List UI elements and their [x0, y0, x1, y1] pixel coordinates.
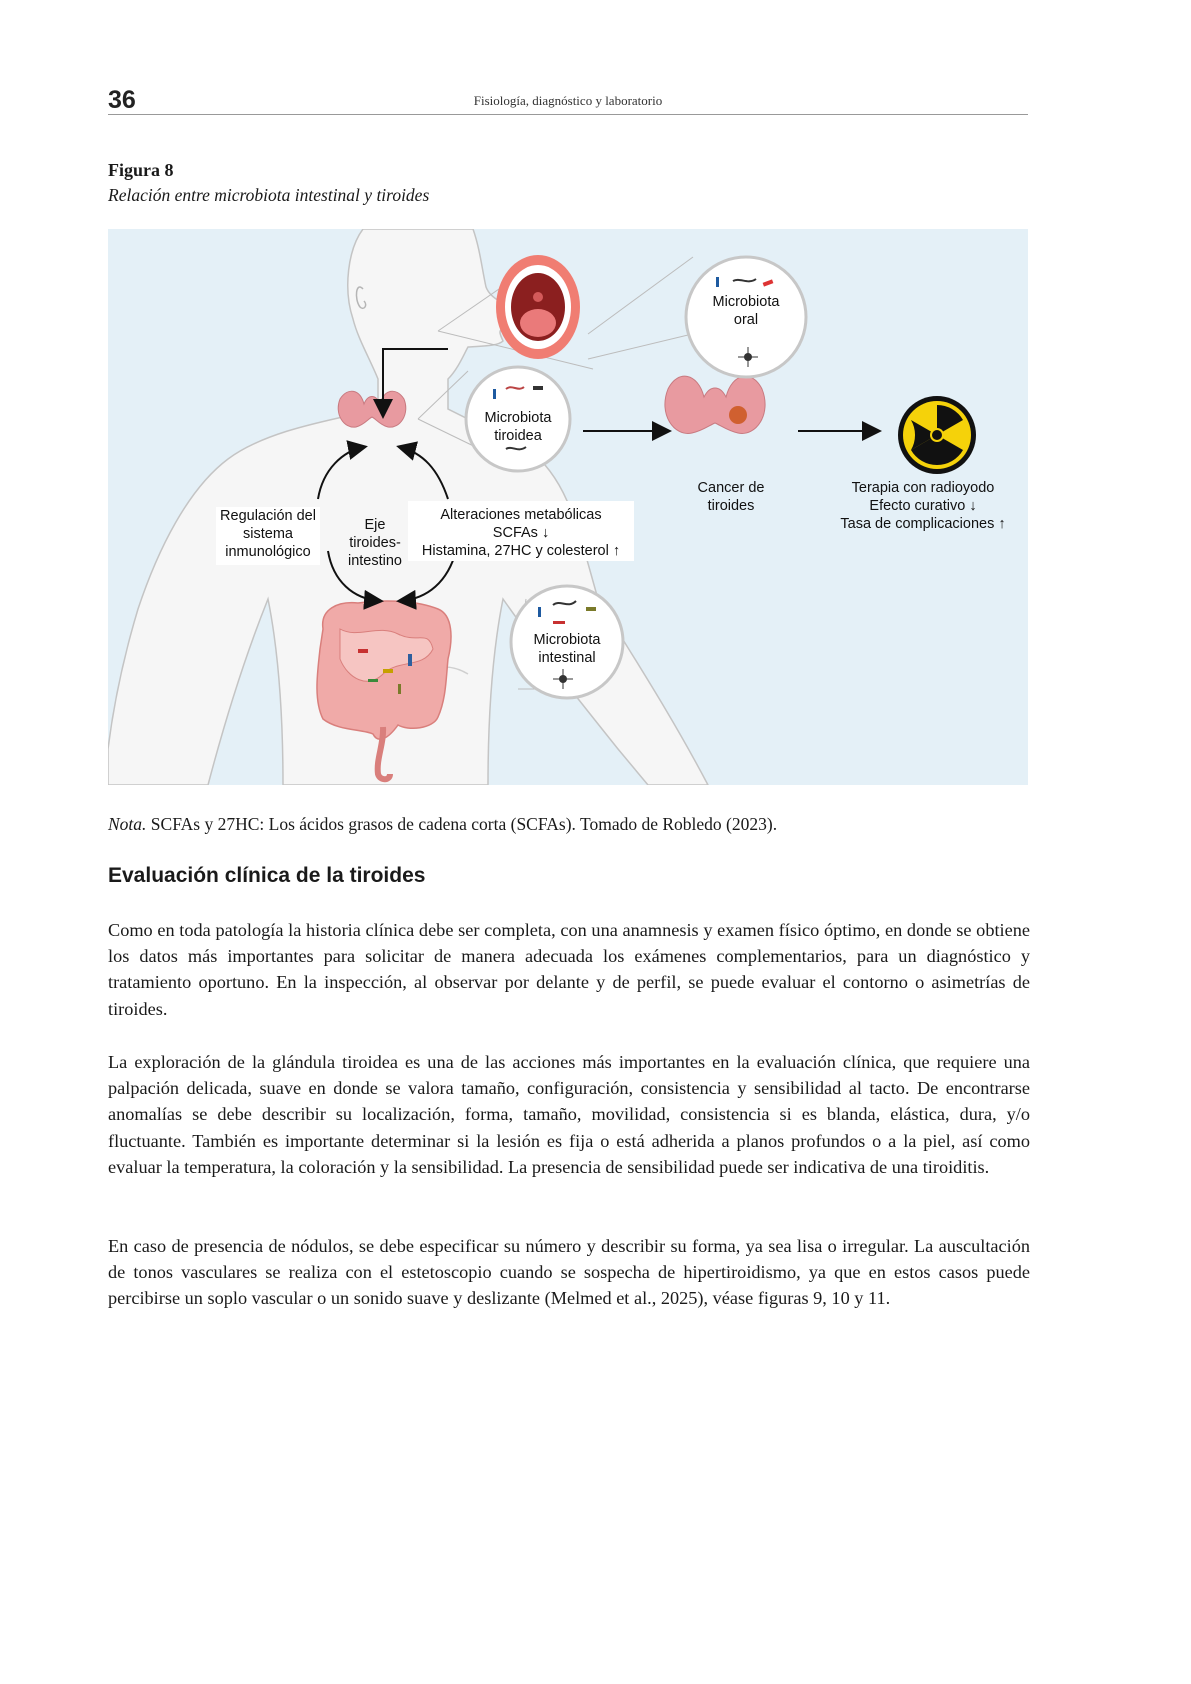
thyroid-microbiota-circle: [464, 365, 572, 473]
alterations-label-box: [408, 501, 634, 561]
page-number: 36: [108, 86, 136, 114]
label-cancer-tiroides: Cancer de tiroides: [697, 480, 765, 514]
note-lead: Nota.: [108, 814, 147, 834]
figure-illustration: Microbiota oral Microbiota tiroidea Micr…: [108, 229, 1028, 785]
figure-note: Nota. SCFAs y 27HC: Los ácidos grasos de…: [108, 814, 777, 835]
thyroid-cancer-icon: [664, 375, 766, 434]
radiation-icon: [898, 396, 976, 474]
mouth-icon: [496, 255, 580, 359]
label-alteraciones-line3: Histamina, 27HC y colesterol ↑: [421, 543, 621, 559]
oral-microbiota-circle: [684, 255, 808, 379]
label-microbiota-oral: Microbiota oral: [712, 294, 780, 328]
paragraph-3: En caso de presencia de nódulos, se debe…: [108, 1236, 1030, 1309]
label-eje: Eje tiroides-intestino: [347, 517, 402, 569]
running-title: Fisiología, diagnóstico y laboratorio: [473, 93, 663, 108]
label-microbiota-tiroidea: Microbiota tiroidea: [484, 410, 552, 444]
figure-drawing: [108, 229, 976, 785]
label-terapia-line2: Efecto curativo ↓: [869, 498, 977, 514]
paragraph-1: Como en toda patología la historia clíni…: [108, 920, 1030, 1019]
label-alteraciones-line1: Alteraciones metabólicas: [440, 507, 602, 523]
label-alteraciones-line2: SCFAs ↓: [492, 525, 550, 541]
label-regulacion: Regulación del sistema inmunológico: [220, 508, 316, 560]
intestinal-microbiota-circle: [509, 584, 625, 700]
paragraph-2: La exploración de la glándula tiroidea e…: [108, 1052, 1030, 1177]
section-heading: Evaluación clínica de la tiroides: [108, 864, 426, 887]
label-microbiota-intestinal: Microbiota intestinal: [533, 632, 601, 666]
regulation-label-box: [216, 507, 320, 565]
label-terapia-line3: Tasa de complicaciones ↑: [840, 516, 1006, 532]
note-text: SCFAs y 27HC: Los ácidos grasos de caden…: [146, 814, 778, 834]
header-divider: [108, 114, 1028, 115]
intestine-icon: [316, 600, 452, 783]
figure-label: Figura 8: [108, 160, 174, 180]
label-terapia-line1: Terapia con radioyodo: [851, 480, 995, 496]
figure-caption: Relación entre microbiota intestinal y t…: [108, 185, 430, 205]
